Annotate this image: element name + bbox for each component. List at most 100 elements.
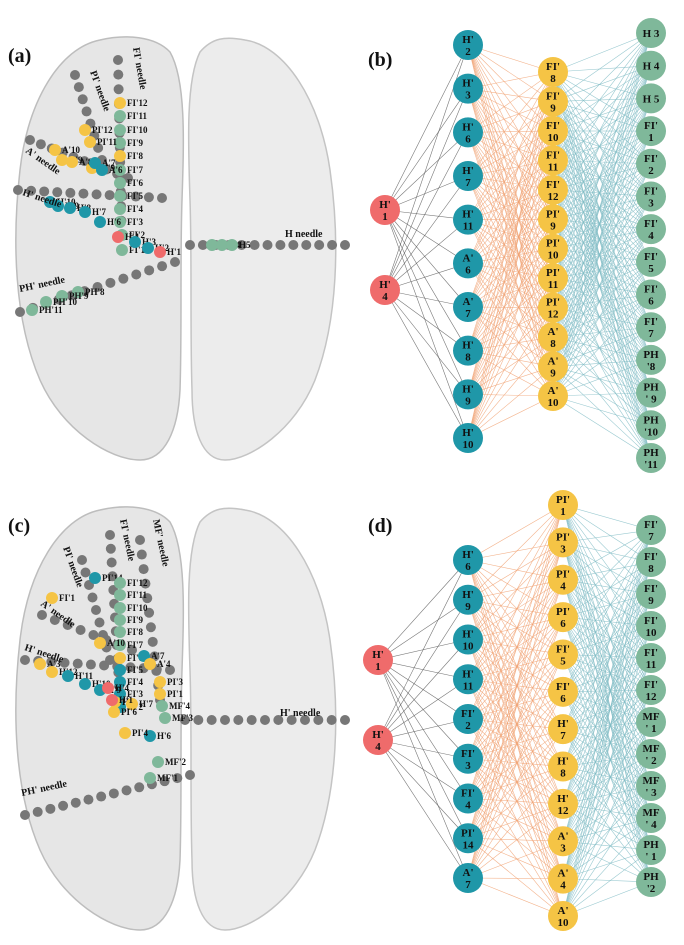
net-b-edge-2-11-6 [552,229,652,397]
net-d-edge-2-4-6 [562,654,652,723]
fi-needle-a-dot [113,69,124,80]
panel-label-a: (a) [8,45,31,67]
net-d-edge-1-0-1 [467,542,564,561]
net-d-node-label-bottom: 4 [375,741,381,753]
net-d-node-label-bottom: ' 3 [645,787,657,799]
net-b-node-label-top: A' [463,252,474,264]
brain-a-contact-8 [114,203,126,215]
net-b-node-label-top: PH [643,349,659,361]
net-d-edge-2-8-4 [562,657,652,805]
net-d-edge-1-4-8 [467,718,564,805]
net-b-node-c3-5 [538,204,568,235]
net-d-edge-1-6-6 [467,728,564,799]
ph-needle-a-dot [144,265,155,276]
brain-c-contact-label-5: FI'8 [127,627,144,637]
h-prime2-needle-c-dot [233,715,244,725]
net-d-node-label-top: FI' [461,788,475,800]
net-d-node-c2-7 [453,823,483,854]
net-d-edge-2-9-0 [562,529,652,842]
brain-a-contact-label-11: FI'1 [129,245,146,255]
left-hemisphere-c [15,506,185,931]
net-d-node-label-top: PI' [556,494,570,506]
net-d-edge-1-5-3 [467,616,564,759]
net-d-node-c4-2 [636,579,666,609]
net-d-node-c2-8 [453,863,483,893]
net-b-node-label-top: H' [462,209,474,221]
net-d-node-label-top: PI' [461,827,475,839]
net-b-edge-2-10-0 [552,32,652,367]
net-d-node-label-top: FI' [644,583,658,595]
net-b-edge-0-1-9 [384,289,469,439]
net-b-edge-2-5-4 [552,163,652,220]
ph-needle-c-dot [58,800,69,811]
net-b-node-c2-5 [453,248,483,279]
h-prime-needle-a-dot [91,189,102,200]
net-b-edge-2-3-1 [552,65,652,161]
net-b-node-label-bottom: '10 [644,426,659,438]
net-b-edge-1-5-10 [467,263,554,367]
h-prime2-needle-c-dot [206,715,217,725]
net-d-edge-1-7-2 [467,579,564,839]
net-b-edge-2-10-8 [552,294,652,367]
net-b-edge-1-9-9 [467,336,554,439]
net-b-node-label-top: H' [462,78,474,90]
net-d-edge-1-7-10 [467,837,564,879]
net-d-edge-1-4-5 [467,691,564,720]
brain-a-contact-27 [142,242,154,254]
ph-needle-c-dot [32,806,43,817]
net-b-edge-2-2-1 [552,65,652,132]
brain-a-contact-17 [66,156,78,168]
net-b-edge-2-8-3 [552,130,652,308]
net-b-edge-2-4-0 [552,32,652,190]
net-d-edge-0-1-8 [377,739,469,879]
net-b-edge-2-11-4 [552,163,652,397]
brain-a-contact-9 [114,216,126,228]
net-b-edge-2-9-7 [552,261,652,338]
net-b-node-label-bottom: 11 [548,279,558,291]
net-d-edge-2-4-1 [562,561,652,655]
brain-c-contact-23 [144,730,156,742]
net-d-edge-1-5-0 [467,504,564,759]
brain-a-contact-24 [94,216,106,228]
brain-a-contact-25 [112,231,124,243]
brain-a-contact-11 [116,244,128,256]
net-d-node-label-top: FI' [644,679,658,691]
net-d-edge-1-0-11 [467,559,564,917]
net-d-node-label-top: H' [557,756,569,768]
net-d-edge-2-8-5 [562,689,652,805]
net-d-edge-2-11-4 [562,657,652,917]
net-d-edge-2-9-11 [562,841,652,883]
brain-c-contact-label-12: FI'1 [59,593,76,603]
net-d-node-label-bottom: 12 [646,691,658,703]
h-needle-a-dot [301,240,312,250]
net-d-node-label-bottom: 1 [560,506,566,518]
net-b-edge-1-8-8 [467,307,554,395]
brain-a-contact-2 [114,124,126,136]
net-d-edge-1-8-6 [467,729,564,879]
net-d-edge-1-2-5 [467,639,564,693]
net-d-edge-1-8-9 [467,840,564,879]
net-b-node-label-top: FI' [546,120,560,132]
net-b-edge-2-10-1 [552,65,652,367]
net-b-edge-2-7-8 [552,277,652,295]
net-d-edge-1-1-10 [467,599,564,879]
net-b-edge-1-1-3 [467,88,554,161]
net-b-node-label-bottom: '11 [644,459,657,471]
net-d-edge-2-4-3 [562,625,652,655]
brain-a-contact-label-12: PI'12 [92,125,113,135]
pi-needle-c-dot [91,605,101,615]
net-b-edge-2-1-7 [552,101,652,263]
net-b-node-c1-0 [370,195,400,225]
net-b-edge-2-10-4 [552,163,652,367]
h-prime2-needle-c-dot [180,715,190,725]
h-prime-needle-a-dot [26,185,37,196]
net-b-edge-0-0-5 [384,209,469,264]
brain-a-contact-32 [72,286,84,298]
net-d-edge-2-3-4 [562,616,652,659]
net-d-edge-2-6-11 [562,729,652,883]
net-b-edge-2-7-0 [552,32,652,279]
net-b-edge-0-1-8 [384,289,469,395]
brain-a-contact-label-3: FI'9 [127,138,144,148]
net-d-node-label-top: H' [372,649,384,661]
